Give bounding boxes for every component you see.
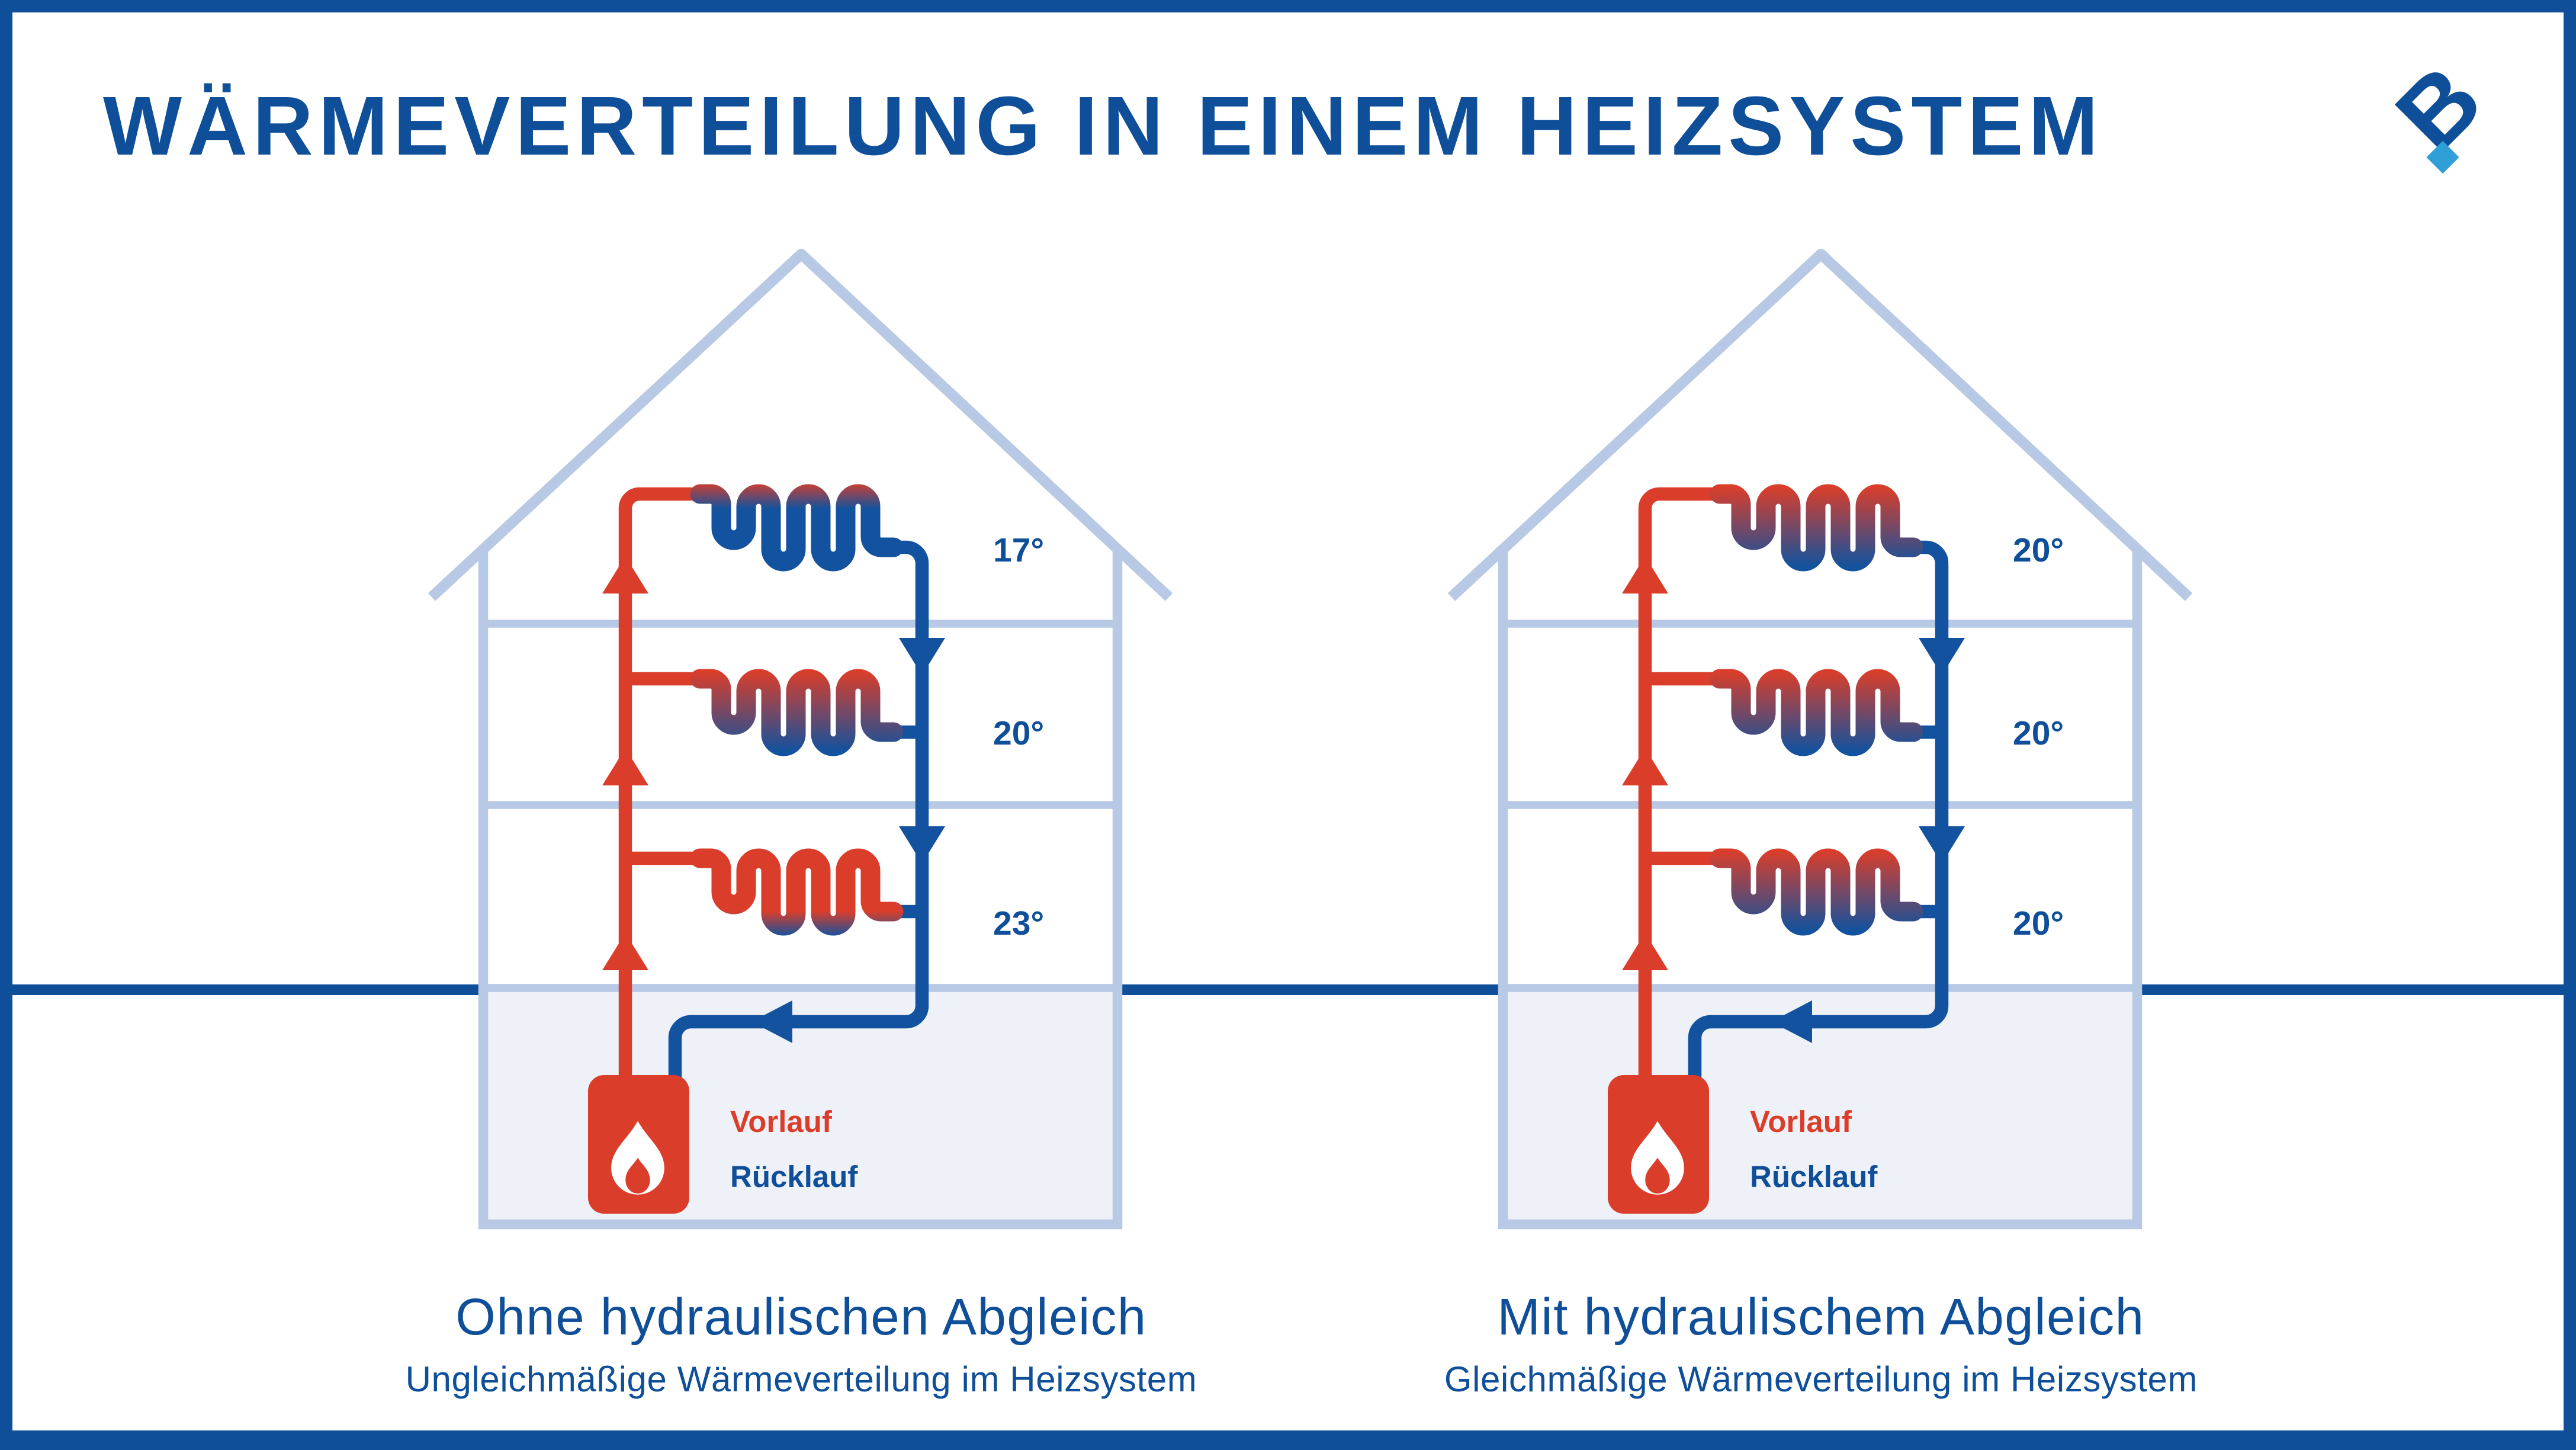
supply-pipe — [618, 487, 705, 1082]
return-label: Rücklauf — [730, 1160, 858, 1194]
supply-arrow-up-icon — [602, 933, 648, 970]
temperature-label: 17° — [993, 531, 1044, 569]
flame-icon — [611, 1121, 664, 1195]
return-label: Rücklauf — [1750, 1160, 1878, 1194]
return-arrow-down-icon — [1919, 638, 1965, 675]
radiator-coil — [1710, 848, 1923, 936]
brand-logo: B — [2375, 62, 2502, 174]
radiator-coil — [690, 848, 904, 936]
supply-pipe — [1638, 487, 1725, 1082]
return-pipe — [1688, 540, 1949, 1082]
house-walls — [478, 547, 1123, 1230]
caption-subtitle: Gleichmäßige Wärmeverteilung im Heizsyst… — [1444, 1361, 2198, 1400]
temperature-label: 20° — [993, 714, 1044, 752]
return-arrow-down-icon — [899, 638, 945, 675]
caption-title: Mit hydraulischem Abgleich — [1497, 1290, 2145, 1347]
temperature-label: 20° — [2013, 904, 2064, 942]
temperature-label: 20° — [2013, 714, 2064, 752]
radiator-coil — [1710, 484, 1923, 572]
supply-label: Vorlauf — [730, 1105, 833, 1138]
house-roof — [428, 249, 1173, 601]
caption-subtitle: Ungleichmäßige Wärmeverteilung im Heizsy… — [405, 1361, 1197, 1400]
return-arrow-left-icon — [1771, 1000, 1812, 1043]
supply-arrow-up-icon — [602, 556, 648, 594]
supply-arrow-up-icon — [602, 748, 648, 785]
caption-without-balancing: Ohne hydraulischen Abgleich Ungleichmäßi… — [250, 1290, 1352, 1402]
logo-diamond-icon — [2426, 140, 2459, 174]
return-pipe — [668, 540, 929, 1082]
supply-arrow-up-icon — [1622, 748, 1668, 785]
temperature-label: 23° — [993, 904, 1044, 942]
radiator-coil — [690, 669, 904, 756]
flame-icon — [1631, 1121, 1684, 1195]
supply-arrow-up-icon — [1622, 933, 1668, 970]
supply-label: Vorlauf — [1750, 1105, 1852, 1138]
house-roof — [1447, 249, 2193, 601]
house-walls — [1498, 547, 2143, 1230]
caption-with-balancing: Mit hydraulischem Abgleich Gleichmäßige … — [1270, 1290, 2372, 1402]
return-arrow-down-icon — [1919, 826, 1965, 864]
return-arrow-left-icon — [751, 1000, 792, 1043]
return-arrow-down-icon — [899, 826, 945, 864]
radiator-coil — [1710, 669, 1923, 756]
supply-arrow-up-icon — [1622, 556, 1668, 594]
page-title: WÄRMEVERTEILUNG IN EINEM HEIZSYSTEM — [103, 78, 2103, 172]
caption-title: Ohne hydraulischen Abgleich — [455, 1290, 1147, 1347]
temperature-label: 20° — [2013, 531, 2064, 569]
radiator-coil — [690, 484, 904, 572]
